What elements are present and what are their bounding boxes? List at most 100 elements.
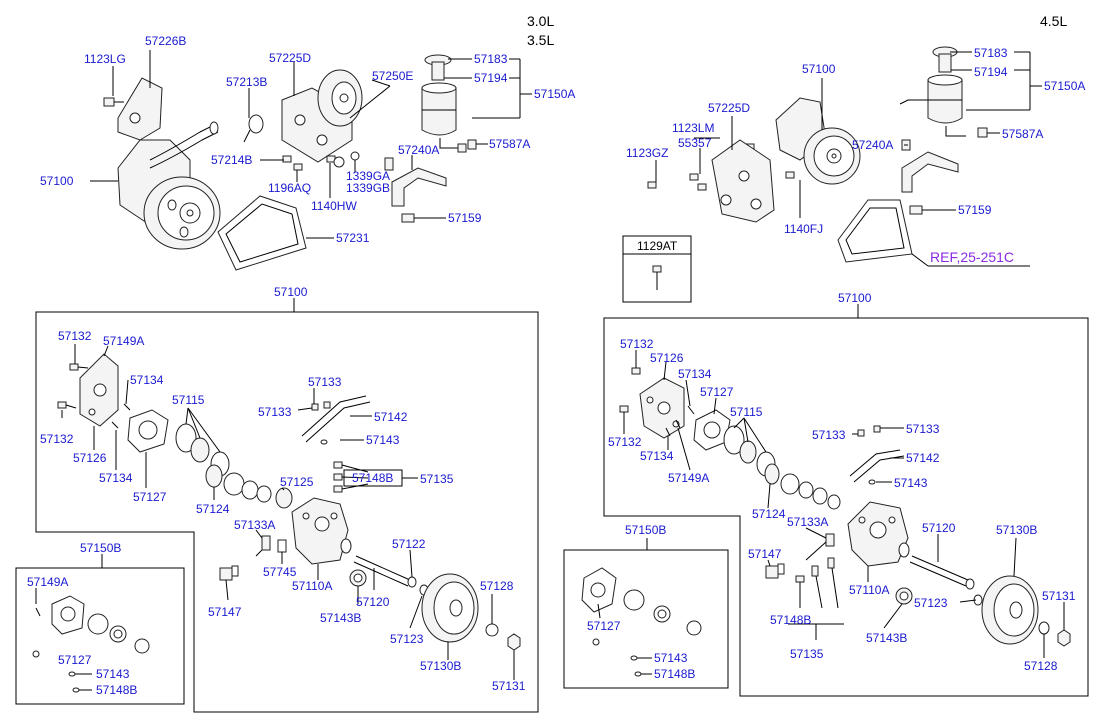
left-kit-label-57149a: 57149A: [27, 575, 68, 589]
left-pump-assembly: [103, 77, 221, 250]
right-drive-belt: [837, 199, 913, 263]
reference-label: REF,25-251C: [930, 249, 1014, 265]
left-kit-label-57143: 57143: [96, 667, 130, 681]
right-part-label-57134a: 57134: [678, 367, 712, 381]
right-bracket: [647, 139, 775, 223]
right-detail-parts: [619, 367, 1071, 647]
right-part-label-57134b: 57134: [640, 449, 674, 463]
right-kit-label-57127: 57127: [587, 619, 621, 633]
engine-label-3-0l: 3.0L: [527, 13, 554, 29]
part-label-1339ga: 1339GA: [346, 169, 390, 183]
left-part-label-57124: 57124: [196, 502, 230, 516]
right-part-label-57128: 57128: [1024, 659, 1058, 673]
left-part-label-57135: 57135: [420, 472, 454, 486]
left-part-label-57123: 57123: [390, 632, 424, 646]
part-label-57214b: 57214B: [211, 153, 252, 167]
part-label-r57194: 57194: [974, 65, 1008, 79]
left-detail-leaders: [61, 344, 515, 680]
left-top-leaders: [90, 50, 532, 239]
part-label-57240a: 57240A: [398, 143, 439, 157]
left-drive-belt: [217, 195, 307, 271]
part-label-r55357: 55357: [678, 136, 712, 150]
right-part-label-57130b: 57130B: [996, 523, 1037, 537]
left-part-label-57130b: 57130B: [420, 659, 461, 673]
right-part-label-57132b: 57132: [608, 435, 642, 449]
part-label-r1123gz: 1123GZ: [626, 146, 668, 160]
left-part-label-57127: 57127: [133, 490, 167, 504]
right-part-label-57126: 57126: [650, 351, 684, 365]
left-part-label-57143: 57143: [366, 433, 400, 447]
right-detail-leaders: [623, 350, 1065, 658]
part-label-1123lg: 1123LG: [84, 52, 126, 66]
part-label-r57587a: 57587A: [1002, 127, 1043, 141]
left-reservoir-bracket: [384, 157, 447, 223]
engine-label-3-5l: 3.5L: [527, 32, 554, 48]
part-label-57159: 57159: [448, 211, 482, 225]
part-label-57183: 57183: [474, 52, 508, 66]
part-label-57231: 57231: [336, 231, 370, 245]
right-kit-label-57143: 57143: [654, 651, 688, 665]
left-part-label-57745: 57745: [263, 565, 297, 579]
left-reservoir: [421, 54, 477, 153]
part-label-r1129at: 1129AT: [637, 239, 678, 253]
left-part-label-57131: 57131: [492, 679, 526, 693]
right-kit-label-57148b: 57148B: [654, 667, 695, 681]
right-kit-title: 57150B: [625, 523, 666, 537]
right-part-label-57149a: 57149A: [668, 471, 709, 485]
part-label-57100-top: 57100: [40, 174, 74, 188]
right-detail-frame: [603, 317, 1089, 697]
right-part-label-57143: 57143: [894, 476, 928, 490]
left-part-label-57125: 57125: [280, 475, 314, 489]
left-part-label-57147: 57147: [208, 605, 242, 619]
bolt-1129at-box: [622, 235, 692, 303]
part-label-57225d: 57225D: [269, 51, 311, 65]
left-part-label-57133a: 57133: [308, 375, 342, 389]
right-detail-title: 57100: [838, 291, 872, 305]
left-detail-frame: [35, 311, 539, 713]
part-label-r57183: 57183: [974, 46, 1008, 60]
right-reservoir-bracket: [901, 139, 959, 215]
left-part-label-57149a: 57149A: [103, 334, 144, 348]
right-part-label-57135: 57135: [790, 647, 824, 661]
right-pump-assembly: [745, 97, 861, 185]
left-detail-parts: [57, 353, 521, 651]
right-reservoir: [899, 46, 988, 138]
part-label-r57240a: 57240A: [852, 138, 893, 152]
right-part-label-57147: 57147: [748, 547, 782, 561]
right-part-label-57133a-upper: 57133A: [787, 515, 828, 529]
left-part-label-57126: 57126: [73, 451, 107, 465]
left-part-label-57133b: 57133: [258, 405, 292, 419]
part-label-57250e: 57250E: [372, 69, 413, 83]
right-part-label-57133b: 57133: [906, 422, 940, 436]
left-part-label-57132b: 57132: [40, 432, 74, 446]
right-part-label-57143b: 57143B: [866, 631, 907, 645]
part-label-57213b: 57213B: [226, 75, 267, 89]
left-part-label-57143b: 57143B: [320, 611, 361, 625]
right-part-label-57131: 57131: [1042, 589, 1076, 603]
part-label-r1140fj: 1140FJ: [784, 222, 823, 236]
right-part-label-57132a: 57132: [620, 337, 654, 351]
engine-label-4-5l: 4.5L: [1040, 13, 1067, 29]
part-label-1140hw: 1140HW: [311, 199, 357, 213]
left-part-label-57132a: 57132: [58, 329, 92, 343]
right-part-label-57148b: 57148B: [770, 613, 811, 627]
part-label-r1123lm: 1123LM: [672, 121, 714, 135]
part-label-r57150a: 57150A: [1044, 79, 1085, 93]
part-label-1339gb: 1339GB: [346, 181, 390, 195]
part-label-57226b: 57226B: [145, 34, 186, 48]
left-detail-title: 57100: [274, 285, 308, 299]
left-part-label-57133a-upper: 57133A: [234, 518, 275, 532]
left-kit-parts: [32, 588, 150, 693]
left-part-label-57115: 57115: [172, 393, 205, 407]
part-label-r57225d: 57225D: [708, 101, 750, 115]
right-part-label-57124: 57124: [752, 507, 786, 521]
left-part-label-57142: 57142: [374, 410, 408, 424]
right-part-label-57127: 57127: [700, 385, 734, 399]
right-part-label-57110a: 57110A: [849, 583, 889, 597]
left-part-label-57110a: 57110A: [292, 579, 332, 593]
part-label-57587a: 57587A: [489, 137, 530, 151]
left-part-label-57134b: 57134: [99, 471, 133, 485]
part-label-57150a: 57150A: [534, 87, 575, 101]
right-kit-parts: [581, 567, 702, 677]
